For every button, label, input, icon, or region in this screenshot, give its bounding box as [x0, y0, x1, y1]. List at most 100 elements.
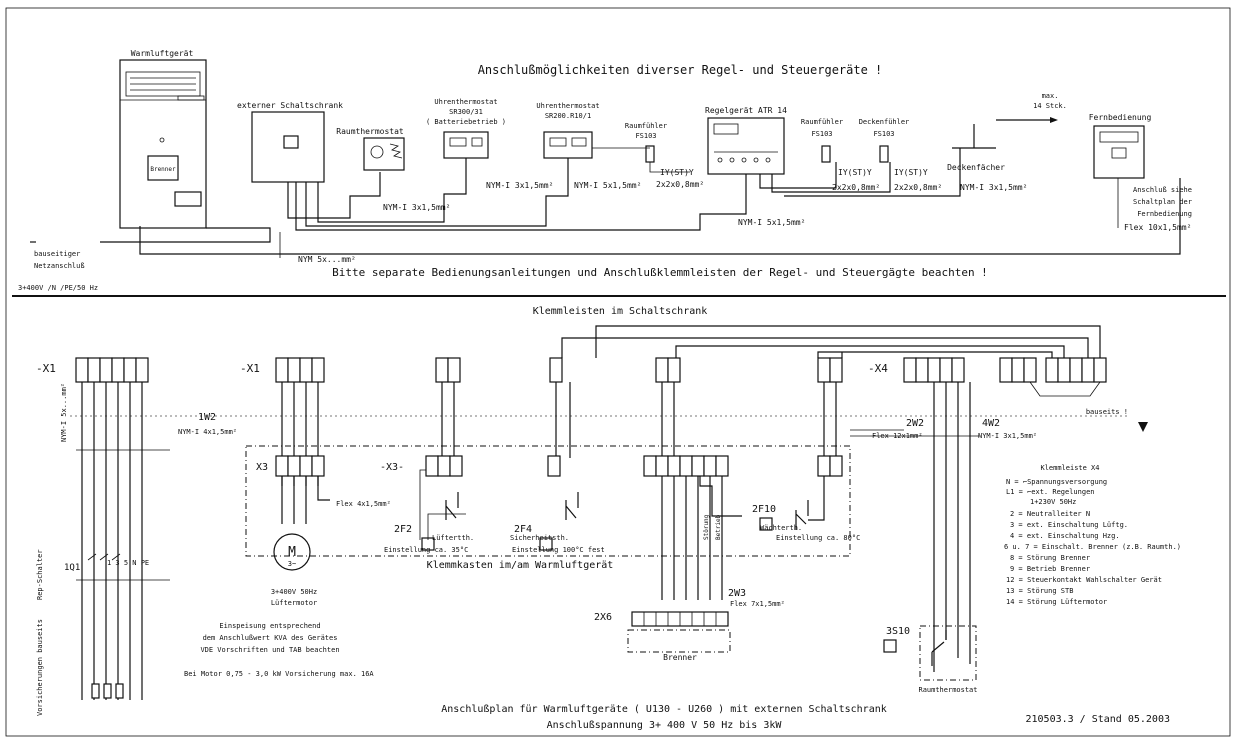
label-sensor3-a: Deckenfühler — [859, 118, 910, 126]
label-fan-max-b: 14 Stck. — [1033, 102, 1067, 110]
cable-iy2: IY(ST)Y — [838, 168, 872, 177]
label-x1-motor: -X1 — [240, 362, 260, 375]
label-room-thermostat: Raumthermostat — [336, 127, 404, 136]
label-ext-cabinet: externer Schaltschrank — [237, 101, 343, 110]
label-f2-a: Lüftertth. — [432, 534, 474, 542]
terminal-group-12 — [435, 357, 461, 458]
cable-nym5: NYM-I 5x1,5mm² — [574, 181, 641, 190]
label-warmluftgeraet: Warmluftgerät — [131, 49, 194, 58]
label-betrieb: Betrieb — [715, 514, 722, 540]
warmluftgeraet-unit: Warmluftgerät Brenner — [119, 49, 207, 229]
label-w3-cable: Flex 7x1,5mm² — [730, 600, 785, 608]
feed-note-b: dem Anschlußwert KVA des Gerätes — [203, 634, 338, 642]
cable-nym3b: NYM-I 3x1,5mm² — [486, 181, 553, 190]
label-s10: 3S10 — [886, 626, 910, 637]
legend-item: 14 = Störung Lüftermotor — [1006, 598, 1107, 606]
label-fan-max-a: max. — [1042, 92, 1059, 100]
legend-item: N = ⌐Spannungsversorgung — [1006, 478, 1107, 486]
label-f2-b: Einstellung ca. 35°C — [384, 546, 468, 554]
motor-symbol — [273, 533, 311, 571]
label-x3-internal: -X3- — [380, 462, 404, 473]
motor-phase-glyph: 3~ — [288, 560, 296, 568]
legend-list: N = ⌐Spannungsversorgung L1 = ⌐ext. Rege… — [1004, 478, 1181, 606]
legend-item: 4 = ext. Einschaltung Hzg. — [1010, 532, 1120, 540]
legend-item: 13 = Störung STB — [1006, 587, 1073, 595]
room-thermostat-top: Raumthermostat — [336, 127, 405, 171]
label-q1: 1Q1 — [64, 563, 80, 573]
label-x1-left: -X1 — [36, 362, 56, 375]
legend-item: 2 = Neutralleiter N — [1010, 510, 1090, 518]
terminal-group-56 — [655, 357, 681, 458]
label-timer1-a: Uhrenthermostat — [434, 98, 497, 106]
label-repair-switch: Rep-Schalter — [36, 549, 44, 600]
ceiling-sensor: Deckenfühler FS103 — [859, 118, 910, 163]
cable-nym5x: NYM 5x...mm² — [298, 255, 356, 264]
label-motor-cable: Flex 4x1,5mm² — [336, 500, 391, 508]
legend-item: 6 u. 7 = Einschalt. Brenner (z.B. Raumth… — [1004, 543, 1181, 551]
doc-id: 210503.3 / Stand 05.2003 — [1026, 714, 1171, 725]
mains-b: Netzanschluß — [34, 262, 85, 270]
label-w1: 1W2 — [198, 412, 216, 423]
label-timer2-b: SR200.R10/1 — [545, 112, 591, 120]
label-nym5x-bottom: NYM-I 5x...mm² — [60, 383, 68, 442]
terminal-group-9pe — [817, 357, 843, 458]
terminal-x3-motor: X3 M 3~ — [256, 455, 330, 571]
label-w3: 2W3 — [728, 588, 746, 599]
timer-thermostat-sr200: Uhrenthermostat SR200.R10/1 — [536, 102, 600, 159]
top-title: Anschlußmöglichkeiten diverser Regel- un… — [478, 63, 883, 77]
room-sensor-1: Raumfühler FS103 — [625, 122, 667, 163]
label-timer1-b: SR300/31 — [449, 108, 483, 116]
room-sensor-2: Raumfühler FS103 — [801, 118, 843, 163]
terminal-box-frame — [245, 445, 851, 557]
top-wiring — [30, 117, 1181, 258]
timer-thermostat-sr300: Uhrenthermostat SR300/31 ( Batteriebetri… — [426, 98, 506, 159]
top-note: Bitte separate Bedienungsanleitungen und… — [332, 266, 988, 279]
label-controller: Regelgerät ATR 14 — [705, 106, 787, 115]
label-terminal-box: Klemmkasten im/am Warmluftgerät — [427, 560, 614, 571]
motor-m-glyph: M — [288, 545, 296, 560]
label-brenner-top: Brenner — [150, 166, 176, 173]
cable-iy1b: 2x2x0,8mm² — [656, 180, 704, 189]
sheet-frame — [5, 7, 1231, 737]
label-rt: Raumthermostat — [918, 686, 977, 694]
external-cabinet: externer Schaltschrank — [237, 101, 343, 183]
terminal-x3-internal: -X3- — [380, 455, 843, 600]
cable-iy1: IY(ST)Y — [660, 168, 694, 177]
label-sensor1-b: FS103 — [635, 132, 656, 140]
cable-iy3: IY(ST)Y — [894, 168, 928, 177]
controller-atr14: Regelgerät ATR 14 — [705, 106, 787, 175]
legend-item: 8 = Störung Brenner — [1010, 554, 1090, 562]
label-remote: Fernbedienung — [1089, 113, 1152, 122]
feed-note-c: VDE Vorschriften und TAB beachten — [200, 646, 339, 654]
terminal-2x6-brenner: 2X6 Brenner — [594, 611, 731, 662]
room-thermostat-3s10: 3S10 Raumthermostat — [883, 625, 978, 694]
legend-title: Klemmleiste X4 — [1040, 464, 1099, 472]
thermostat-2f4: 2F4 Sicherheitsth. Einstellung 100°C fes… — [510, 492, 605, 554]
label-w2-cable: Flex 12x1mm² — [872, 432, 923, 440]
label-x4: -X4 — [868, 362, 888, 375]
label-w1-cable: NYM-I 4x1,5mm² — [178, 428, 237, 436]
thermostat-2f10: 2F10 Wächterth. Einstellung ca. 80°C — [752, 476, 860, 542]
label-f2: 2F2 — [394, 524, 412, 535]
legend-item: 9 = Betrieb Brenner — [1010, 565, 1090, 573]
label-timer1-c: ( Batteriebetrieb ) — [426, 118, 506, 126]
label-sensor1-a: Raumfühler — [625, 122, 667, 130]
label-remote-note-b: Schaltplan der — [1133, 198, 1192, 206]
footer-title: Anschlußplan für Warmluftgeräte ( U130 -… — [441, 704, 887, 715]
remote-control: Fernbedienung Anschluß siehe Schaltplan … — [1089, 113, 1192, 218]
terminal-group-3 — [549, 357, 571, 458]
label-f10-a: Wächterth. — [760, 524, 802, 532]
footer-subtitle: Anschlußspannung 3+ 400 V 50 Hz bis 3kW — [547, 720, 783, 731]
label-f4: 2F4 — [514, 524, 532, 535]
mains-c: 3+400V /N /PE/50 Hz — [18, 284, 98, 292]
label-site: bauseits ! — [1086, 408, 1128, 416]
label-storung: Störung — [703, 514, 710, 540]
legend-item: 1+230V 50Hz — [1030, 498, 1076, 506]
bottom-title: Klemmleisten im Schaltschrank — [533, 306, 708, 317]
label-sensor2-b: FS103 — [811, 130, 832, 138]
label-w2: 2W2 — [906, 418, 924, 429]
cable-nym3: NYM-I 3x1,5mm² — [383, 203, 450, 212]
label-sensor3-b: FS103 — [873, 130, 894, 138]
mains-a: bauseitiger — [34, 250, 80, 258]
